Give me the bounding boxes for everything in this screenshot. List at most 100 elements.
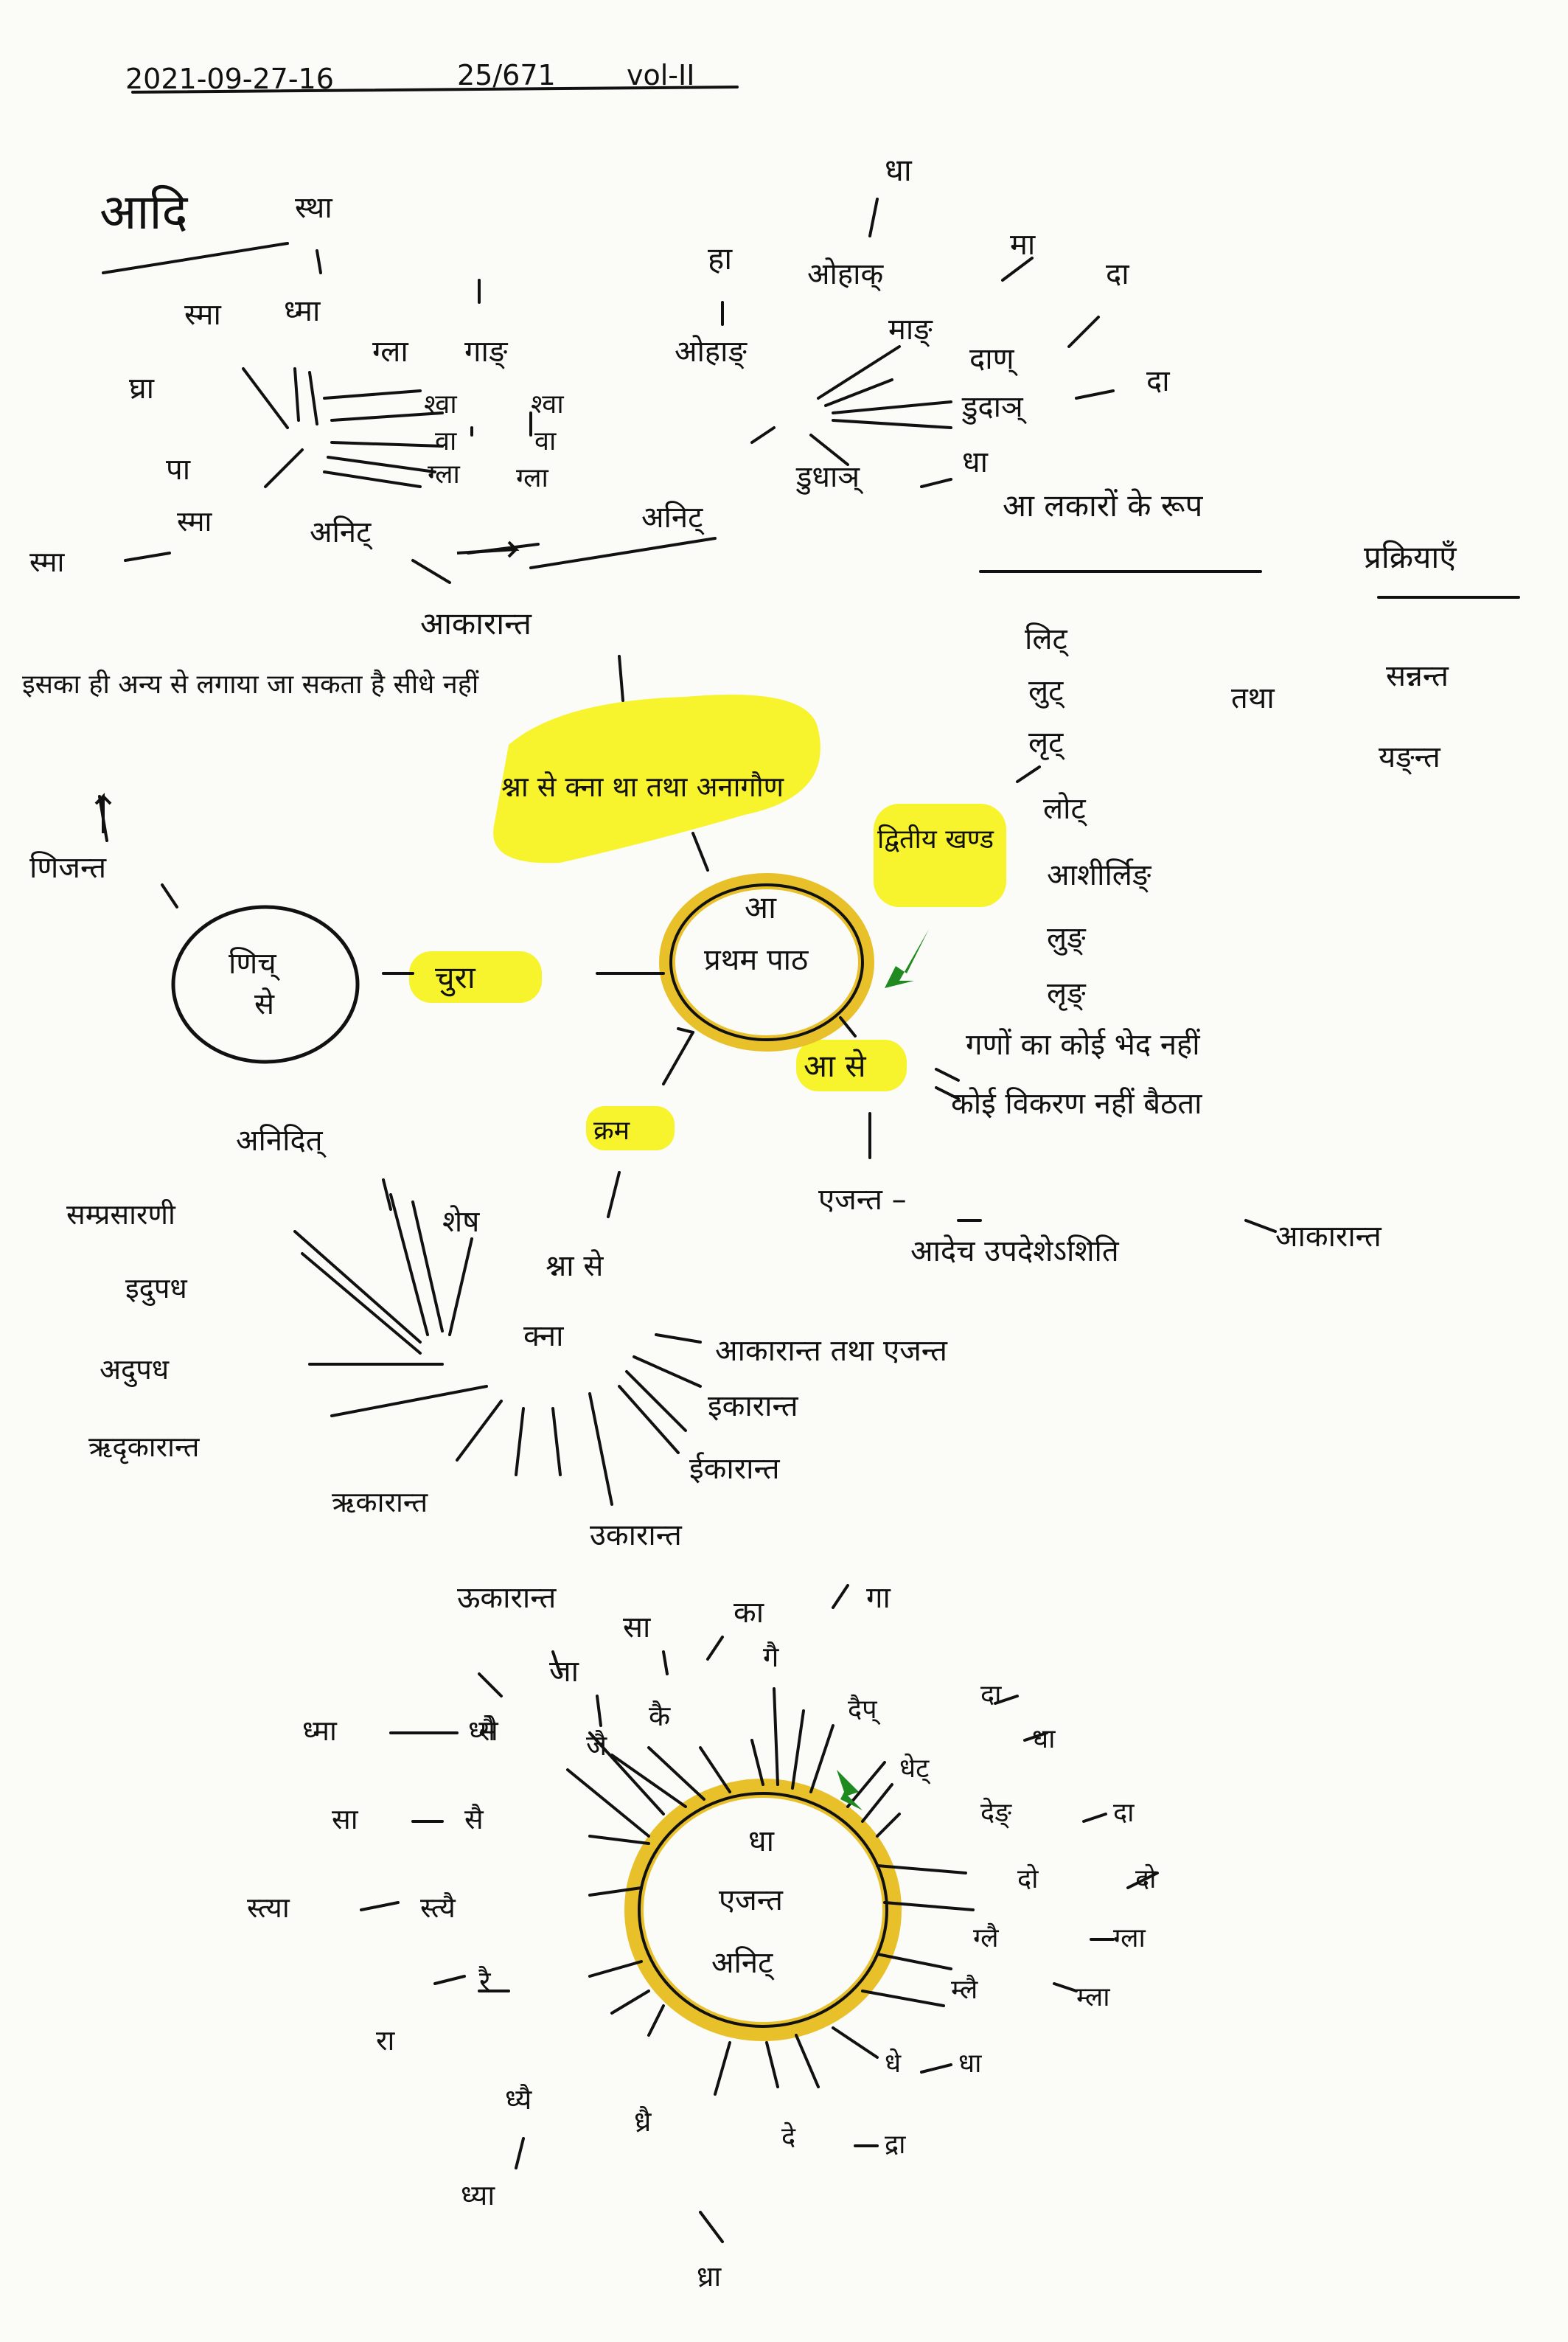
ninjanta: णिजन्त [29,851,107,885]
lakara-item: लृट् [1028,726,1065,760]
word: स्मा [184,298,221,332]
word: धा [885,152,913,188]
word: ऋदृकारान्त [88,1431,201,1464]
word: क्ना [523,1319,564,1353]
anit-left: अनिट् [310,515,373,550]
word: धा [1032,1724,1056,1754]
word: ग्ला [428,459,461,490]
word: सा [332,1803,359,1835]
word: श्ना से [546,1249,604,1283]
word: धे [885,2048,902,2079]
word: शेष [442,1205,480,1239]
word: कै [649,1700,671,1732]
word: ध्यै [505,2083,532,2116]
word: इदुपध [125,1272,187,1306]
word: देङ् [980,1797,1012,1829]
anit-right: अनिट् [641,501,705,535]
word: का [734,1596,764,1630]
word: इकारान्त [708,1389,799,1423]
green-arrows [837,929,929,1810]
word: ओहाक् [807,257,885,292]
word: मा [1010,228,1036,262]
center-circle-ring [659,873,874,1052]
dvitiya-text: द्वितीय खण्ड [877,824,994,855]
word: दे [781,2122,796,2152]
bottom-line2: एजन्त [719,1883,784,1917]
word: म्लै [951,1974,978,2005]
lakara-item: आशीर्लिङ् [1047,858,1152,893]
lakara-item: लुट् [1028,674,1065,709]
word: दाण् [969,342,1019,377]
word: यङ्न्त [1379,740,1441,775]
krama-highlight [586,1106,675,1150]
word: ओहाङ् [675,335,748,369]
chura: चुरा [435,959,476,997]
word: ग्लै [973,1922,999,1953]
word: ध्मा [284,294,321,328]
word: श्वा [424,389,457,420]
word: स्मा [177,505,213,538]
word: दैप् [848,1694,881,1726]
header-vol: vol-II [627,59,694,91]
word: दा [1106,257,1129,291]
word: जै [586,1729,607,1762]
word: ध्या [461,2179,495,2211]
word: से [479,1714,499,1747]
word: सा [623,1610,651,1644]
nich-circle [171,905,360,1064]
word: ध्मै [468,1714,496,1747]
word: स्त्या [247,1891,290,1924]
word: सन्नन्त [1386,659,1449,693]
word: दो [1135,1863,1157,1894]
word: दा [1146,364,1170,398]
lakara-item: लृङ् [1047,976,1087,1011]
word: धा [962,445,989,479]
bottom-line1: धा [748,1824,775,1858]
upadesha: आदेच उपदेशेऽशिति [910,1234,1120,1268]
word: धेट् [899,1753,931,1785]
aa-se: आ से [804,1048,866,1084]
word: ध्मा [302,1714,338,1747]
word: उकारान्त [590,1518,683,1552]
aa-se-highlight [796,1040,907,1091]
akaranta-right: आकारान्त [1275,1220,1382,1254]
arrows [94,541,520,833]
word: गा [866,1581,891,1615]
nich-line2: से [254,987,275,1021]
bottom-line3: अनिट् [711,1946,775,1981]
ejanta: एजन्त – [818,1183,907,1217]
word: स्था [295,191,332,225]
krama: क्रम [593,1116,631,1146]
green-arrow-center [885,929,929,988]
center-highlight-text: श्ना से क्ना था तथा अनागौण [501,771,784,803]
word: गाङ् [464,335,509,369]
word: ध्रै [634,2105,652,2138]
word: डुदाञ् [961,390,1028,425]
center-line2: प्रथम पाठ [704,943,809,977]
word: दो [1017,1863,1039,1894]
word: स्त्यै [420,1891,456,1924]
bottom-circle-ring [624,1779,902,2041]
left-note: इसका ही अन्य से लगाया जा सकता है सीधे नह… [22,669,479,700]
word: दा [980,1680,1002,1710]
word: स्मा [29,546,66,578]
word: हा [708,240,733,277]
prakriyaen-heading: प्रक्रियाएँ [1364,539,1457,575]
word: ऊकारान्त [457,1581,557,1615]
dvitiya-highlight [874,804,1006,907]
anit-arrow [456,541,520,558]
word: वा [435,426,457,456]
word: डुधाञ् [795,460,864,495]
page-title: आदि [100,184,189,240]
word: श्वा [531,389,564,420]
word: वा [534,426,557,456]
word: म्ला [1076,1982,1110,2012]
lakara-item: लोट् [1043,792,1088,827]
word: ईकारान्त [689,1452,781,1486]
center-highlight [493,695,820,864]
word: सम्प्रसारणी [66,1198,176,1231]
word: सै [464,1803,484,1835]
